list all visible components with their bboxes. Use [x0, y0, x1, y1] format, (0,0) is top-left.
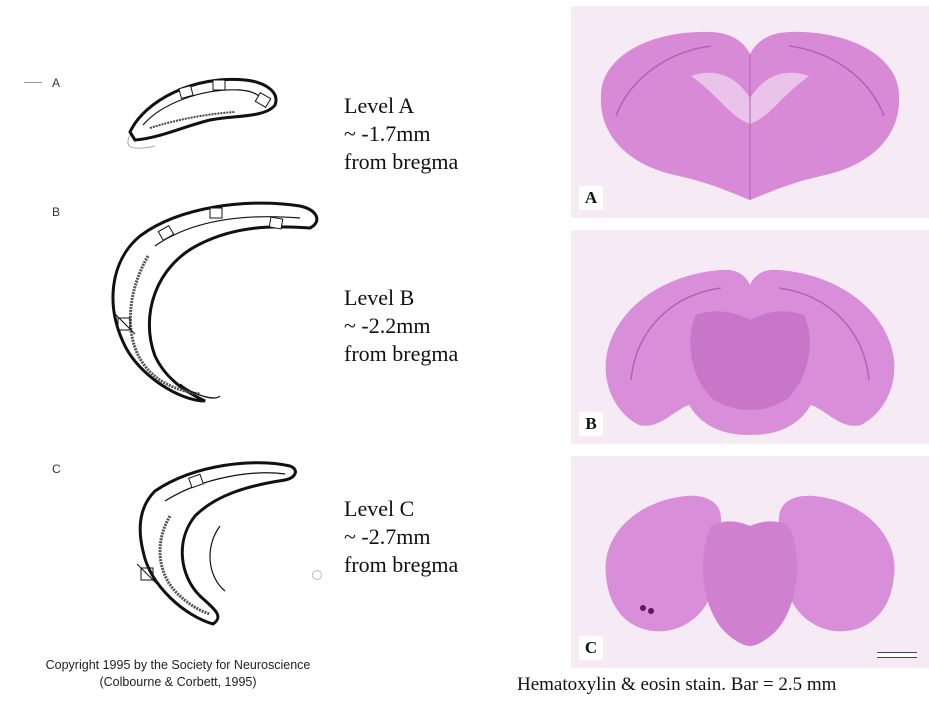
- level-c-depth: ~ -2.7mm: [344, 523, 458, 551]
- scale-bar: [877, 652, 917, 658]
- level-a-reference: from bregma: [344, 148, 458, 176]
- level-b-depth: ~ -2.2mm: [344, 312, 458, 340]
- photo-label-a: A: [579, 186, 603, 210]
- level-c-text: Level C ~ -2.7mm from bregma: [344, 495, 458, 579]
- copyright-line-1: Copyright 1995 by the Society for Neuros…: [0, 657, 356, 674]
- level-a-depth: ~ -1.7mm: [344, 120, 458, 148]
- level-a-text: Level A ~ -1.7mm from bregma: [344, 92, 458, 176]
- brain-section-c-image: [571, 456, 929, 668]
- figure-caption: Hematoxylin & eosin stain. Bar = 2.5 mm: [517, 674, 836, 696]
- photo-label-c: C: [579, 636, 603, 660]
- stray-mark: [24, 82, 42, 84]
- level-c-reference: from bregma: [344, 551, 458, 579]
- hippocampus-drawing-c: [125, 456, 325, 631]
- brain-section-photo-b: B: [571, 230, 929, 444]
- drawing-letter-c: C: [52, 462, 61, 476]
- brain-section-a-image: [571, 6, 929, 218]
- hippocampus-drawing-b: [100, 196, 330, 411]
- level-b-text: Level B ~ -2.2mm from bregma: [344, 284, 458, 368]
- stray-mark: [312, 570, 322, 580]
- brain-section-photo-a: A: [571, 6, 929, 218]
- drawing-letter-a: A: [52, 76, 60, 90]
- drawing-letter-b: B: [52, 205, 60, 219]
- copyright-notice: Copyright 1995 by the Society for Neuros…: [0, 657, 356, 691]
- level-c-title: Level C: [344, 495, 458, 523]
- hippocampus-drawing-a: [115, 70, 290, 170]
- brain-section-photo-c: C: [571, 456, 929, 668]
- level-b-reference: from bregma: [344, 340, 458, 368]
- level-b-title: Level B: [344, 284, 458, 312]
- brain-section-b-image: [571, 230, 929, 444]
- photo-label-b: B: [579, 412, 603, 436]
- level-a-title: Level A: [344, 92, 458, 120]
- copyright-line-2: (Colbourne & Corbett, 1995): [0, 674, 356, 691]
